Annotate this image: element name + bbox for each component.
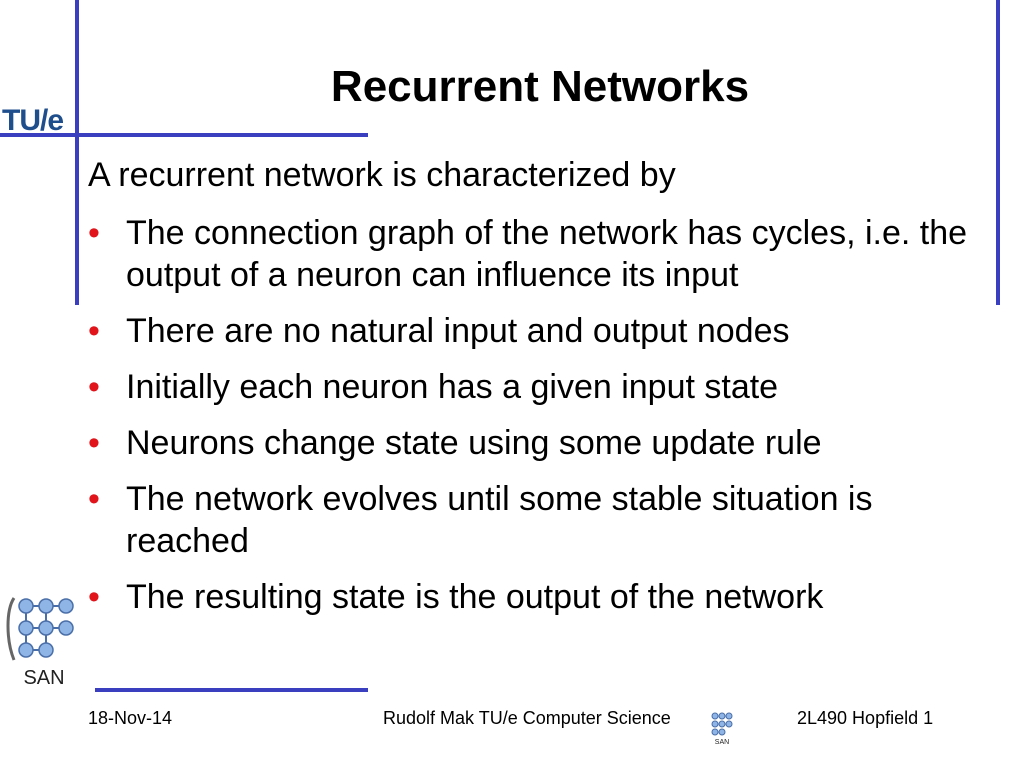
tue-logo-text-b: e: [47, 104, 64, 137]
bullet-text: The connection graph of the network has …: [126, 214, 968, 294]
bottom-horizontal-rule: [95, 688, 368, 692]
bullet-list: • The connection graph of the network has…: [88, 212, 988, 632]
bullet-text: Neurons change state using some update r…: [126, 424, 822, 462]
san-logo: SAN: [6, 597, 74, 689]
footer-date: 18-Nov-14: [88, 708, 173, 728]
bullet-marker: •: [88, 214, 100, 252]
bullet-text: The resulting state is the output of the…: [126, 578, 824, 616]
bullet-marker: •: [88, 424, 100, 462]
bullet-marker: •: [88, 312, 100, 350]
san-logo-text: SAN: [23, 667, 64, 689]
bullet-marker: •: [88, 578, 100, 616]
bullet-text: Initially each neuron has a given input …: [126, 368, 779, 406]
footer-author: Rudolf Mak TU/e Computer Science: [383, 708, 671, 728]
tue-logo-text-a: TU: [2, 104, 41, 137]
bullet-item: • The resulting state is the output of th…: [88, 576, 988, 618]
tue-logo-slash: /: [40, 104, 48, 137]
right-vertical-rule: [996, 0, 1000, 305]
small-san-logo: SAN: [711, 712, 733, 746]
tue-logo: TU/e: [2, 104, 64, 138]
bullet-marker: •: [88, 368, 100, 406]
bullet-text: There are no natural input and output no…: [126, 312, 790, 350]
slide-intro: A recurrent network is characterized by: [88, 156, 676, 194]
bullet-text: The network evolves until some stable si…: [126, 480, 873, 560]
top-horizontal-rule: [0, 133, 368, 137]
bullet-item: • Neurons change state using some update …: [88, 422, 988, 464]
left-vertical-rule: [75, 0, 79, 305]
bullet-marker: •: [88, 480, 100, 518]
footer-slide-info: 2L490 Hopfield 1: [797, 708, 934, 728]
bullet-item: • The network evolves until some stable s…: [88, 478, 988, 562]
small-san-logo-text: SAN: [715, 739, 729, 746]
bullet-item: • There are no natural input and output n…: [88, 310, 988, 352]
bullet-item: • The connection graph of the network has…: [88, 212, 988, 296]
bullet-item: • Initially each neuron has a given input…: [88, 366, 988, 408]
slide-title: Recurrent Networks: [330, 62, 750, 111]
